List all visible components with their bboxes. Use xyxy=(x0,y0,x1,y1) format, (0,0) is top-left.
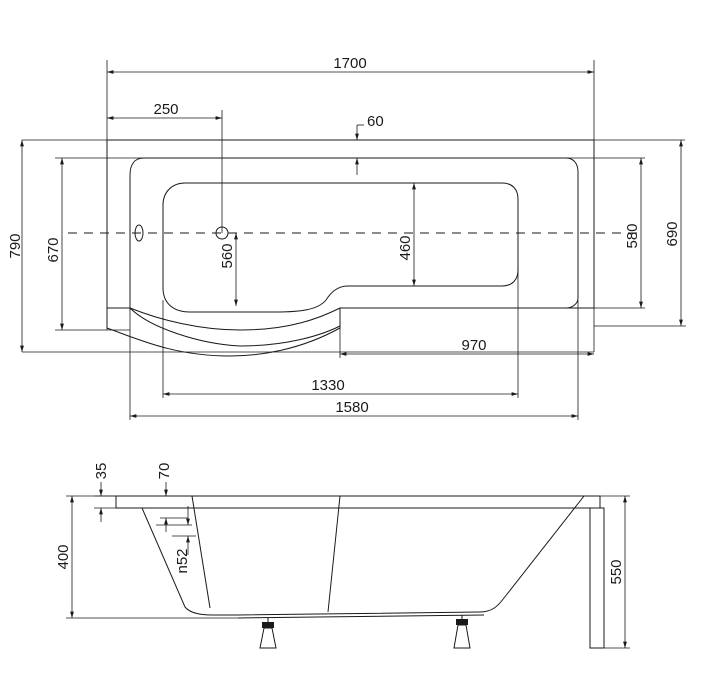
dim-label-580: 580 xyxy=(624,223,641,248)
dim-label-400: 400 xyxy=(55,544,72,569)
top-view: 1700 250 60 790 670 560 460 580 690 xyxy=(7,55,686,420)
dim-label-35: 35 xyxy=(93,463,110,480)
side-left-inner xyxy=(191,495,211,609)
side-mid-line xyxy=(327,495,341,613)
dim-label-560: 560 xyxy=(219,243,236,268)
dim-label-1580: 1580 xyxy=(335,399,368,416)
dim-label-70: 70 xyxy=(156,463,173,480)
tub-inner-outline xyxy=(129,157,579,310)
side-bottom-inner xyxy=(237,614,485,619)
dim-label-1700: 1700 xyxy=(333,55,366,72)
side-bottom xyxy=(237,495,585,616)
dim-label-550: 550 xyxy=(608,559,625,584)
side-left-wall xyxy=(141,507,238,616)
side-rim xyxy=(115,495,601,509)
front-curve-inner xyxy=(129,307,341,347)
dim-label-690: 690 xyxy=(664,221,681,246)
dim-label-250: 250 xyxy=(153,101,178,118)
dim-label-60: 60 xyxy=(367,113,384,130)
basin-outline xyxy=(162,182,519,313)
overflow-icon xyxy=(134,224,144,242)
dim-label-n52: n52 xyxy=(174,548,191,573)
dim-label-460: 460 xyxy=(397,235,414,260)
foot-right xyxy=(453,615,471,649)
dim-label-670: 670 xyxy=(45,237,62,262)
tub-outer-outline xyxy=(106,139,595,357)
dim-label-970: 970 xyxy=(461,337,486,354)
foot-left xyxy=(259,618,277,649)
apron-panel xyxy=(589,507,605,649)
dim-label-790: 790 xyxy=(7,233,24,258)
side-view: 35 70 n52 400 550 xyxy=(55,463,630,649)
front-curve xyxy=(107,307,341,331)
dim-label-1330: 1330 xyxy=(311,377,344,394)
